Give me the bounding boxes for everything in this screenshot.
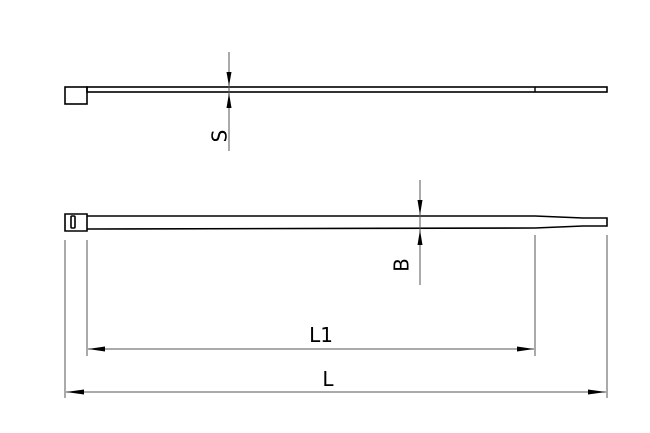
side-view-strap xyxy=(86,86,608,93)
dimension-l1: L1 xyxy=(88,323,534,352)
arrow-up-icon xyxy=(417,230,423,245)
top-view-head-slot xyxy=(70,215,76,229)
arrow-down-icon xyxy=(417,200,423,215)
extension-lines xyxy=(64,235,608,398)
side-view xyxy=(64,86,608,105)
arrow-left-icon xyxy=(66,389,84,395)
side-view-head xyxy=(64,86,88,105)
top-view-head xyxy=(64,213,88,232)
arrow-up-icon xyxy=(226,93,232,108)
top-view-strap xyxy=(86,215,608,230)
arrow-right-icon xyxy=(517,346,534,352)
dimension-l1-label: L1 xyxy=(309,323,333,347)
dimension-s-label: S xyxy=(208,130,232,143)
arrow-right-icon xyxy=(588,389,606,395)
arrow-down-icon xyxy=(226,72,232,86)
arrow-left-icon xyxy=(88,346,105,352)
dimension-b: B xyxy=(390,180,423,285)
dimension-s: S xyxy=(208,52,232,151)
dimension-l-label: L xyxy=(322,367,334,391)
dimension-b-label: B xyxy=(390,258,414,272)
top-view xyxy=(64,213,608,232)
dimension-l: L xyxy=(66,367,606,395)
